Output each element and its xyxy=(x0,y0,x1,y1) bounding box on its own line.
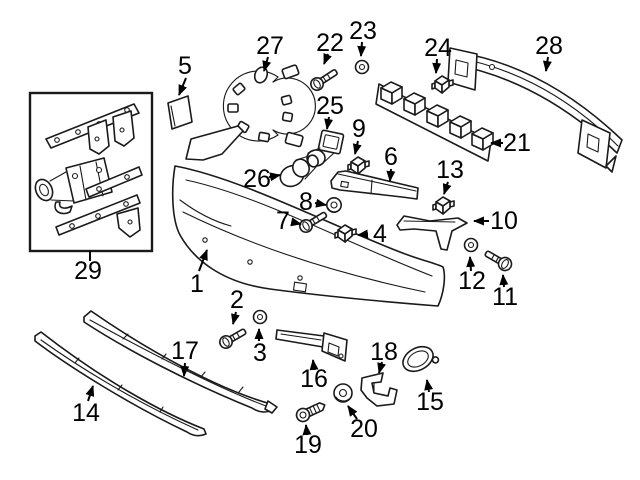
callout-21: 21 xyxy=(503,129,531,157)
callout-10: 10 xyxy=(490,207,518,235)
callout-3: 3 xyxy=(253,339,267,367)
part-grommet-20 xyxy=(333,383,353,403)
part-clip-4 xyxy=(334,224,357,243)
part-bolt-11 xyxy=(484,250,513,272)
callout-11: 11 xyxy=(492,283,518,311)
callout-23: 23 xyxy=(349,17,377,45)
part-sensor-26 xyxy=(279,154,319,188)
callout-26: 26 xyxy=(243,165,271,193)
callout-arrow-24 xyxy=(432,58,442,74)
callout-19: 19 xyxy=(294,431,322,459)
callout-arrow-6 xyxy=(386,168,396,182)
part-hitch-kit-box xyxy=(28,91,154,261)
callout-arrow-14 xyxy=(85,385,95,402)
part-bolt-2 xyxy=(219,328,247,349)
callout-arrow-5 xyxy=(178,77,187,96)
callout-arrow-15 xyxy=(424,379,434,393)
callout-arrow-12 xyxy=(466,256,476,272)
callout-arrow-11 xyxy=(499,274,509,288)
part-bracket-6 xyxy=(330,170,419,200)
callout-6: 6 xyxy=(384,143,398,171)
part-clip-24 xyxy=(431,75,454,94)
callout-arrow-23 xyxy=(357,41,367,57)
callout-arrow-7 xyxy=(290,217,302,227)
callout-arrow-9 xyxy=(352,140,362,155)
callout-arrow-20 xyxy=(347,405,358,420)
part-bracket-16 xyxy=(275,329,348,362)
part-lower-strip xyxy=(34,331,207,437)
callout-arrow-2 xyxy=(231,311,240,325)
callout-arrow-8 xyxy=(314,198,327,208)
callout-22: 22 xyxy=(316,29,344,57)
callout-arrow-1 xyxy=(198,249,208,272)
part-pad xyxy=(167,95,193,130)
callout-arrow-27 xyxy=(262,56,272,72)
callout-arrow-25 xyxy=(324,116,334,130)
part-bolt-7 xyxy=(299,211,328,233)
callout-arrow-16 xyxy=(309,359,319,371)
part-bolt-22 xyxy=(310,69,338,91)
part-energy-absorber xyxy=(375,81,494,162)
callout-arrow-17 xyxy=(180,362,190,377)
part-grommet-12 xyxy=(463,237,479,253)
part-clip-13 xyxy=(432,196,455,215)
part-bracket-18 xyxy=(360,372,398,407)
callout-1: 1 xyxy=(190,270,204,298)
callout-20: 20 xyxy=(350,415,378,443)
callout-9: 9 xyxy=(352,115,366,143)
callout-15: 15 xyxy=(416,388,444,416)
callout-arrow-18 xyxy=(377,361,386,374)
part-screw-19 xyxy=(295,402,326,423)
absorber-blocks xyxy=(380,81,494,151)
callout-arrow-26 xyxy=(268,172,281,182)
part-bracket-10 xyxy=(396,215,468,251)
callout-2: 2 xyxy=(230,286,244,314)
callout-24: 24 xyxy=(424,34,452,62)
callout-12: 12 xyxy=(458,267,486,295)
part-grommet-23 xyxy=(354,59,370,75)
part-impact-bar xyxy=(447,47,623,173)
callout-arrow-13 xyxy=(442,181,452,195)
callout-28: 28 xyxy=(535,32,563,60)
callout-arrow-22 xyxy=(323,53,332,65)
callout-arrow-19 xyxy=(302,424,312,436)
callout-17: 17 xyxy=(171,337,199,365)
callout-7: 7 xyxy=(276,207,290,235)
callout-arrow-4 xyxy=(357,229,369,239)
callout-29: 29 xyxy=(74,257,102,285)
callout-arrow-28 xyxy=(542,56,552,72)
callout-25: 25 xyxy=(316,92,344,120)
part-grommet-3 xyxy=(252,309,268,325)
callout-5: 5 xyxy=(178,52,192,80)
callout-14: 14 xyxy=(72,399,100,427)
callout-18: 18 xyxy=(370,338,398,366)
part-cover-15 xyxy=(402,345,440,373)
callout-4: 4 xyxy=(373,220,387,248)
callout-27: 27 xyxy=(256,32,284,60)
callout-8: 8 xyxy=(299,188,313,216)
callout-16: 16 xyxy=(300,365,328,393)
callout-13: 13 xyxy=(436,156,464,184)
